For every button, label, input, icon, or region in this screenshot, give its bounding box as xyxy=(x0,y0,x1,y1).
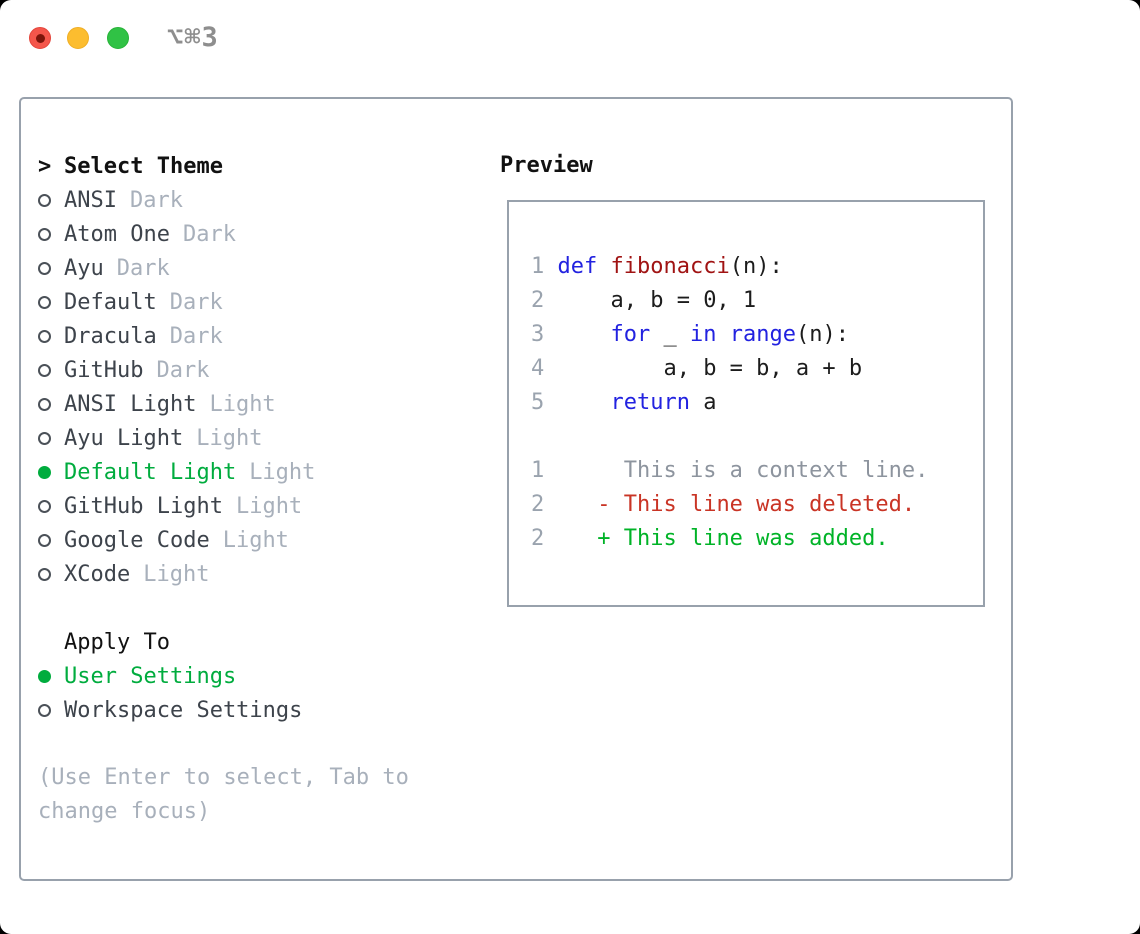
theme-variant-tag: Dark xyxy=(182,221,236,247)
theme-variant-tag: Dark xyxy=(169,289,223,315)
select-theme-title: Select Theme xyxy=(64,153,223,179)
minimize-button[interactable] xyxy=(67,27,89,49)
apply-to-heading: Apply To xyxy=(38,625,488,659)
radio-icon xyxy=(38,295,51,309)
code-line: 2 a, b = 0, 1 xyxy=(531,288,757,313)
diff-deleted-line: 2 - This line was deleted. xyxy=(531,492,916,517)
apply-to-option-workspace-settings[interactable]: Workspace Settings xyxy=(38,693,488,727)
radio-icon xyxy=(38,193,51,207)
select-theme-heading: > Select Theme xyxy=(38,149,488,183)
theme-option-xcode[interactable]: XCode Light xyxy=(38,557,488,591)
theme-variant-tag: Light xyxy=(209,391,276,417)
theme-option-ayu-dark[interactable]: Ayu Dark xyxy=(38,251,488,285)
line-number: 1 xyxy=(531,458,545,483)
theme-variant-tag: Dark xyxy=(129,187,183,213)
line-number: 3 xyxy=(531,322,545,347)
theme-option-default-light[interactable]: Default Light Light xyxy=(38,455,488,489)
titlebar: ⌥⌘3 xyxy=(0,0,1140,70)
theme-variant-tag: Light xyxy=(249,459,316,485)
theme-variant-tag: Light xyxy=(222,527,289,553)
radio-icon xyxy=(38,397,51,411)
preview-heading: Preview xyxy=(500,153,593,178)
radio-icon xyxy=(38,261,51,275)
theme-variant-tag: Dark xyxy=(169,323,223,349)
code-line: 5 return a xyxy=(531,390,717,415)
theme-variant-tag: Light xyxy=(143,561,210,587)
theme-picker-panel: > Select Theme ANSI Dark Atom One Dark Ay… xyxy=(19,97,1013,881)
radio-icon xyxy=(38,533,51,547)
diff-context-line: 1 This is a context line. xyxy=(531,458,929,483)
zoom-button[interactable] xyxy=(107,27,129,49)
close-button[interactable] xyxy=(29,27,51,49)
help-text: (Use Enter to select, Tab to change focu… xyxy=(38,765,409,824)
radio-selected-icon xyxy=(38,465,51,479)
radio-icon xyxy=(38,499,51,513)
theme-variant-tag: Light xyxy=(235,493,303,519)
diff-added-line: 2 + This line was added. xyxy=(531,526,889,551)
line-number: 4 xyxy=(531,356,545,381)
radio-icon xyxy=(38,703,51,717)
code-line: 4 a, b = b, a + b xyxy=(531,356,863,381)
theme-option-default-dark[interactable]: Default Dark xyxy=(38,285,488,319)
theme-variant-tag: Dark xyxy=(156,357,210,383)
radio-icon xyxy=(38,567,51,581)
line-number: 2 xyxy=(531,492,545,517)
spacer xyxy=(38,727,488,761)
theme-option-github-dark[interactable]: GitHub Dark xyxy=(38,353,488,387)
theme-option-github-light[interactable]: GitHub Light Light xyxy=(38,489,488,523)
radio-icon xyxy=(38,329,51,343)
apply-to-title: Apply To xyxy=(64,629,170,655)
code-line: 3 for _ in range(n): xyxy=(531,322,849,347)
preview-pane: 1 def fibonacci(n): 2 a, b = 0, 1 3 for … xyxy=(507,200,985,607)
radio-icon xyxy=(38,227,51,241)
theme-option-ayu-light[interactable]: Ayu Light Light xyxy=(38,421,488,455)
code-line-blank xyxy=(531,420,983,454)
theme-variant-tag: Light xyxy=(196,425,263,451)
radio-icon xyxy=(38,431,51,445)
theme-list: > Select Theme ANSI Dark Atom One Dark Ay… xyxy=(38,149,488,829)
radio-selected-icon xyxy=(38,669,51,683)
caret-icon: > xyxy=(38,153,52,179)
apply-to-option-user-settings[interactable]: User Settings xyxy=(38,659,488,693)
theme-option-ansi-light[interactable]: ANSI Light Light xyxy=(38,387,488,421)
code-line: 1 def fibonacci(n): xyxy=(531,254,783,279)
theme-variant-tag: Dark xyxy=(116,255,170,281)
line-number: 2 xyxy=(531,288,545,313)
theme-option-ansi-dark[interactable]: ANSI Dark xyxy=(38,183,488,217)
theme-option-dracula-dark[interactable]: Dracula Dark xyxy=(38,319,488,353)
window-shortcut-label: ⌥⌘3 xyxy=(167,22,219,53)
line-number: 5 xyxy=(531,390,545,415)
theme-option-atom-one-dark[interactable]: Atom One Dark xyxy=(38,217,488,251)
line-number: 1 xyxy=(531,254,545,279)
spacer xyxy=(38,591,488,625)
line-number: 2 xyxy=(531,526,545,551)
theme-option-google-code[interactable]: Google Code Light xyxy=(38,523,488,557)
radio-icon xyxy=(38,363,51,377)
